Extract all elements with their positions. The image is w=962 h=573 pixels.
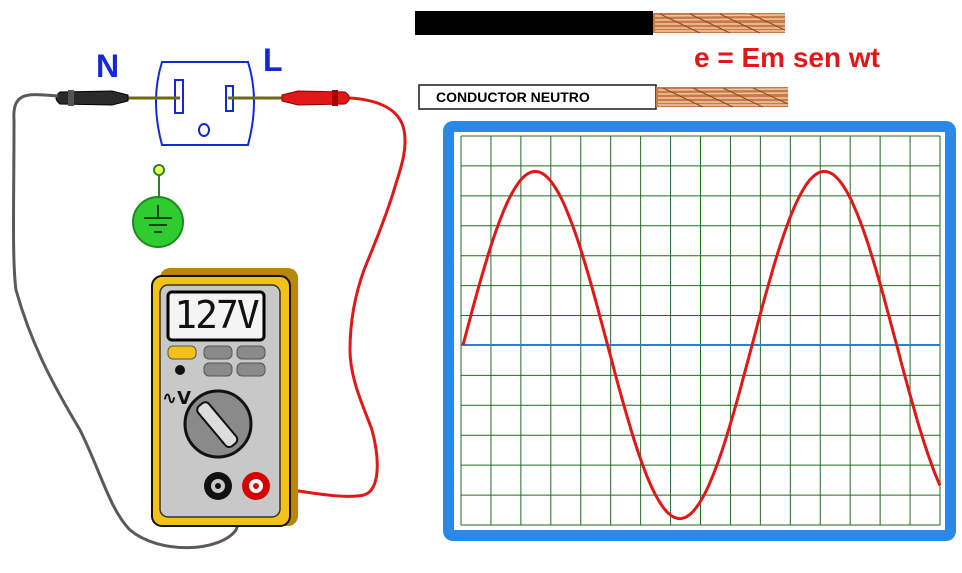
- function-button-2[interactable]: [236, 345, 266, 360]
- copper-strands-neutral: [656, 87, 789, 108]
- outlet-ground-hole: [198, 123, 210, 137]
- neutral-conductor-label: CONDUCTOR NEUTRO: [436, 89, 590, 105]
- red-probe[interactable]: [281, 90, 350, 106]
- neutral-label: N: [96, 48, 120, 84]
- copper-strands-top: [653, 13, 786, 34]
- line-label: L: [263, 42, 283, 78]
- sine-waveform: [461, 169, 942, 521]
- multimeter: ∿V: [151, 268, 298, 527]
- oscilloscope-screen: [443, 121, 956, 541]
- indicator-dot: [175, 365, 185, 375]
- com-jack[interactable]: [204, 472, 232, 500]
- function-button-1[interactable]: [203, 345, 233, 360]
- black-test-lead: [12, 93, 241, 550]
- function-button-yellow[interactable]: [167, 345, 197, 360]
- mode-symbol: ∿V: [162, 388, 191, 409]
- ground-symbol: [132, 164, 184, 248]
- oscilloscope-grid: [460, 135, 941, 526]
- rotary-selector-dial[interactable]: [183, 389, 253, 459]
- function-button-3[interactable]: [203, 362, 233, 377]
- red-test-lead: [261, 96, 407, 498]
- wall-outlet: [155, 61, 255, 146]
- lcd-display: [166, 290, 266, 342]
- volt-jack[interactable]: [242, 472, 270, 500]
- lcd-reading: 127V: [174, 293, 260, 337]
- function-button-4[interactable]: [236, 362, 266, 377]
- voltage-formula: e = Em sen wt: [694, 42, 880, 73]
- black-probe[interactable]: [55, 90, 129, 106]
- neutral-conductor: [418, 84, 789, 110]
- line-conductor: [415, 11, 786, 35]
